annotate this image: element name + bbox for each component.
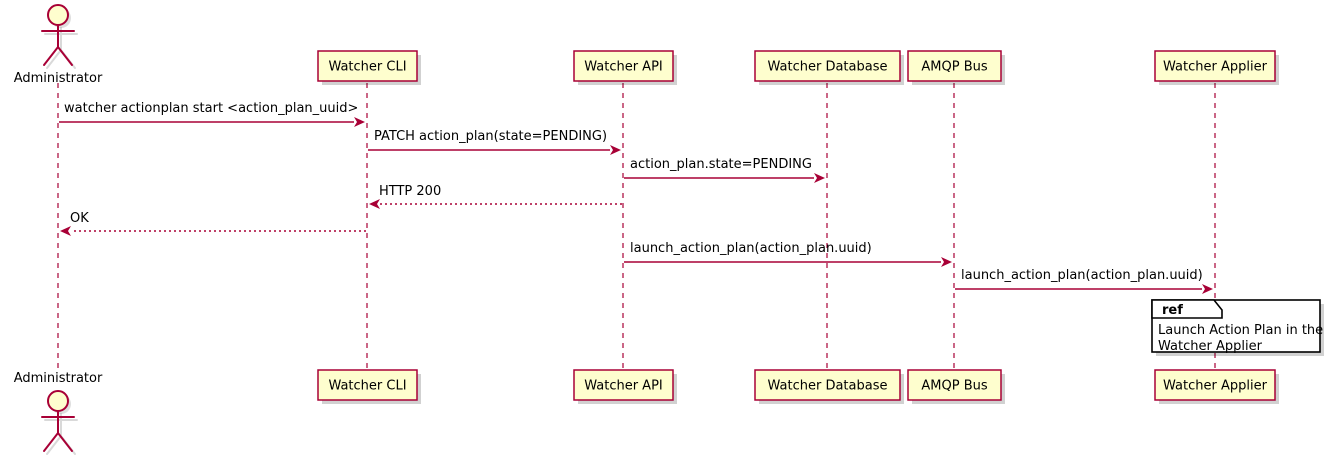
- message-label: HTTP 200: [379, 184, 441, 199]
- participant-box-watcher-applier-top[interactable]: Watcher Applier: [1154, 50, 1279, 85]
- ref-fragment-body-line: Watcher Applier: [1158, 339, 1263, 354]
- participant-box-watcher-cli-top[interactable]: Watcher CLI: [317, 50, 421, 85]
- actor-body-icon: [41, 24, 75, 66]
- message-arrowhead-icon: [941, 257, 952, 267]
- message-arrowhead-icon: [369, 199, 380, 209]
- participant-box-rect: [1154, 50, 1276, 82]
- message-msg-5[interactable]: OK: [60, 211, 366, 236]
- participant-box-rect: [573, 50, 674, 82]
- participant-box-watcher-database-top[interactable]: Watcher Database: [754, 50, 904, 85]
- actor-head-icon: [47, 4, 69, 26]
- message-arrowhead-icon: [814, 173, 825, 183]
- message-msg-6[interactable]: launch_action_plan(action_plan.uuid): [624, 241, 952, 267]
- participant-box-watcher-api-top[interactable]: Watcher API: [573, 50, 677, 85]
- participant-label-watcher-database: Watcher Database: [768, 60, 888, 75]
- actor-body-shadow: [44, 413, 78, 455]
- participant-box-watcher-cli-bottom[interactable]: Watcher CLI: [317, 369, 421, 404]
- message-arrowhead-icon: [610, 145, 621, 155]
- participant-label-watcher-api: Watcher API: [584, 60, 663, 75]
- message-msg-7[interactable]: launch_action_plan(action_plan.uuid): [955, 268, 1213, 294]
- participant-box-rect: [754, 50, 901, 82]
- message-label: PATCH action_plan(state=PENDING): [374, 129, 607, 144]
- message-msg-2[interactable]: PATCH action_plan(state=PENDING): [368, 129, 621, 155]
- actor-label-administrator: Administrator: [14, 371, 103, 386]
- participant-label-amqp-bus: AMQP Bus: [921, 379, 987, 394]
- actor-body-icon: [41, 410, 75, 452]
- participant-box-watcher-database-bottom[interactable]: Watcher Database: [754, 369, 904, 404]
- message-label: action_plan.state=PENDING: [630, 157, 812, 172]
- actor-administrator-top[interactable]: Administrator: [14, 4, 103, 86]
- message-label: launch_action_plan(action_plan.uuid): [961, 268, 1203, 283]
- ref-fragment-tab: [1151, 299, 1223, 319]
- participant-label-watcher-applier: Watcher Applier: [1163, 379, 1268, 394]
- actor-head-icon: [47, 390, 69, 412]
- participant-label-watcher-database: Watcher Database: [768, 379, 888, 394]
- message-msg-1[interactable]: watcher actionplan start <action_plan_uu…: [59, 101, 365, 127]
- participant-box-rect: [573, 369, 674, 401]
- participant-box-rect: [317, 50, 418, 82]
- participant-label-watcher-cli: Watcher CLI: [328, 379, 406, 394]
- messages-layer: watcher actionplan start <action_plan_uu…: [59, 101, 1213, 294]
- participant-box-amqp-bus-bottom[interactable]: AMQP Bus: [907, 369, 1005, 404]
- message-label: launch_action_plan(action_plan.uuid): [630, 241, 872, 256]
- message-msg-3[interactable]: action_plan.state=PENDING: [624, 157, 825, 183]
- actor-administrator-bottom[interactable]: Administrator: [14, 371, 103, 455]
- ref-fragment-tab-label: ref: [1162, 303, 1183, 318]
- message-arrowhead-icon: [1202, 284, 1213, 294]
- participant-label-watcher-api: Watcher API: [584, 379, 663, 394]
- message-label: watcher actionplan start <action_plan_uu…: [64, 101, 358, 116]
- actor-body-shadow: [44, 27, 78, 69]
- participant-box-rect: [907, 369, 1002, 401]
- message-label: OK: [70, 211, 89, 226]
- actor-label-administrator: Administrator: [14, 71, 103, 86]
- lifelines-layer: [57, 83, 1216, 369]
- message-arrowhead-icon: [60, 226, 71, 236]
- participant-box-rect: [754, 369, 901, 401]
- participant-box-amqp-bus-top[interactable]: AMQP Bus: [907, 50, 1005, 85]
- participant-label-watcher-cli: Watcher CLI: [328, 60, 406, 75]
- participant-label-watcher-applier: Watcher Applier: [1163, 60, 1268, 75]
- participant-box-rect: [317, 369, 418, 401]
- message-arrowhead-icon: [354, 117, 365, 127]
- participant-label-amqp-bus: AMQP Bus: [921, 60, 987, 75]
- ref-fragment-body-line: Launch Action Plan in the: [1158, 323, 1323, 338]
- participant-box-watcher-applier-bottom[interactable]: Watcher Applier: [1154, 369, 1279, 404]
- participant-box-rect: [1154, 369, 1276, 401]
- message-msg-4[interactable]: HTTP 200: [369, 184, 622, 209]
- participant-box-rect: [907, 50, 1002, 82]
- participant-box-watcher-api-bottom[interactable]: Watcher API: [573, 369, 677, 404]
